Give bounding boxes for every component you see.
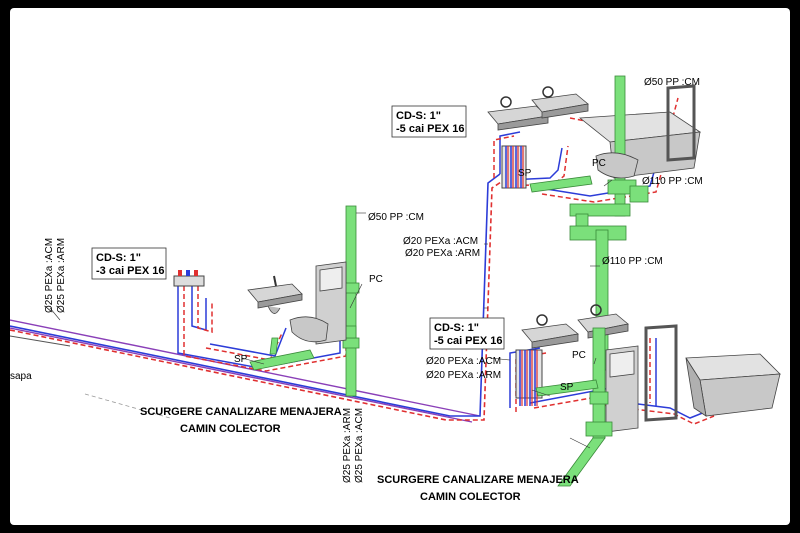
label-pex20-acm-mid: Ø20 PEXa :ACM <box>403 236 478 247</box>
label-pipe-25-acm: Ø25 PEXa :ACM <box>44 238 55 313</box>
cd-top-line1: CD-S: 1" <box>396 110 441 122</box>
label-pex20-arm-mid: Ø20 PEXa :ARM <box>405 248 480 259</box>
label-pc-top: PC <box>592 158 606 169</box>
lower-sinks <box>521 304 629 349</box>
left-wc-frame <box>289 261 347 345</box>
lower-manifold <box>515 349 543 406</box>
lower-wc-and-bathtub <box>605 324 781 433</box>
label-pc-left: PC <box>369 274 383 285</box>
left-manifold <box>173 270 205 287</box>
cd-top-box: CD-S: 1" -5 cai PEX 16 <box>391 105 467 138</box>
label-pp110-mid: Ø110 PP :CM <box>602 256 663 267</box>
left-bathroom-group <box>173 205 360 397</box>
caption-camin-right: CAMIN COLECTOR <box>420 491 521 503</box>
upper-bathroom-group <box>487 75 702 371</box>
caption-scurgere-right: SCURGERE CANALIZARE MENAJERA <box>377 474 579 486</box>
label-sp-bottom: SP <box>560 382 574 393</box>
cd-top-line2: -5 cai PEX 16 <box>396 123 465 135</box>
cd-left-line2: -3 cai PEX 16 <box>96 265 165 277</box>
label-pipe-25-acm-bottom: Ø25 PEXa :ACM <box>354 408 365 483</box>
label-sapa: sapa <box>10 371 32 382</box>
label-sp-top: SP <box>518 168 532 179</box>
cd-bottom-box: CD-S: 1" -5 cai PEX 16 <box>429 317 505 350</box>
cd-left-line1: CD-S: 1" <box>96 252 141 264</box>
floor-slab-lines <box>10 319 481 423</box>
label-pc-bottom: PC <box>572 350 586 361</box>
label-pex20-acm-bottom: Ø20 PEXa :ACM <box>426 356 501 367</box>
left-sink <box>247 275 303 314</box>
main-supply-pipes <box>10 173 505 421</box>
lower-drain-stack <box>535 327 613 487</box>
leader-lines <box>49 179 613 449</box>
label-sp-left: SP <box>234 354 248 365</box>
label-pp50-left: Ø50 PP :CM <box>368 212 424 223</box>
lower-bathroom-group <box>509 304 781 487</box>
caption-scurgere-left: SCURGERE CANALIZARE MENAJERA <box>140 406 342 418</box>
upper-sinks <box>487 86 589 131</box>
cd-left-box: CD-S: 1" -3 cai PEX 16 <box>91 247 167 280</box>
label-pex20-arm-bottom: Ø20 PEXa :ARM <box>426 370 501 381</box>
cd-bottom-line2: -5 cai PEX 16 <box>434 335 503 347</box>
label-pp50-top: Ø50 PP :CM <box>644 77 700 88</box>
diagram-labels: sapa Ø25 PEXa :ACM Ø25 PEXa :ARM Ø25 PEX… <box>10 77 703 503</box>
label-pipe-25-arm: Ø25 PEXa :ARM <box>56 238 67 313</box>
upper-manifold <box>501 145 527 189</box>
cd-bottom-line1: CD-S: 1" <box>434 322 479 334</box>
upper-wc <box>595 152 639 179</box>
diagram-svg: sapa Ø25 PEXa :ACM Ø25 PEXa :ARM Ø25 PEX… <box>10 75 781 503</box>
caption-camin-left: CAMIN COLECTOR <box>180 423 281 435</box>
plumbing-isometric-diagram: sapa Ø25 PEXa :ACM Ø25 PEXa :ARM Ø25 PEX… <box>10 8 790 525</box>
label-pipe-25-arm-bottom: Ø25 PEXa :ARM <box>342 408 353 483</box>
label-pp110-top: Ø110 PP :CM <box>642 176 703 187</box>
